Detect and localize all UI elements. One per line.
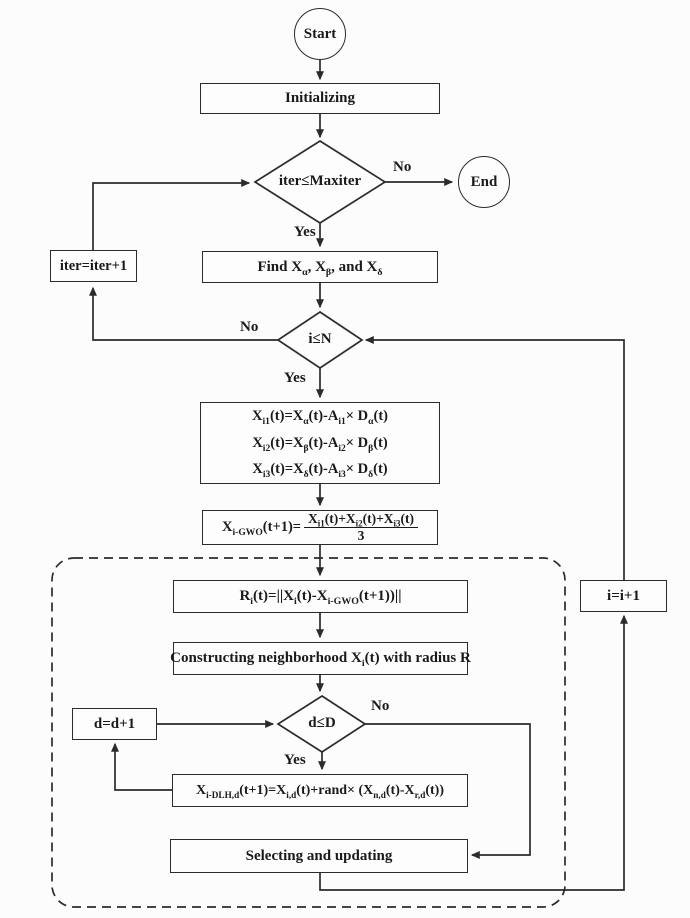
arrow-iterinc-to-itercheck: [92, 179, 251, 250]
initializing-box: Initializing: [200, 83, 440, 114]
itercheck-yes-label: Yes: [294, 224, 316, 240]
find-leaders-box: Find Xα, Xβ, and Xδ: [202, 251, 438, 283]
update-eq-alpha: Xi1(t)=Xα(t)-Ai1× Dα(t): [252, 408, 388, 427]
i-increment-box: i=i+1: [580, 580, 667, 612]
end-label: End: [470, 173, 498, 190]
arrow-dlh-to-dinc: [111, 742, 172, 791]
iter-check-label: iter≤Maxiter: [278, 173, 362, 189]
d-increment-label: d=d+1: [93, 715, 136, 732]
dlh-update-box: Xi-DLH,d(t+1)=Xi,d(t)+rand× (Xn,d(t)-Xr,…: [172, 774, 468, 807]
iter-increment-label: iter=iter+1: [59, 257, 128, 274]
dlh-equation: Xi-DLH,d(t+1)=Xi,d(t)+rand× (Xn,d(t)-Xr,…: [195, 782, 445, 800]
start-terminal: Start: [294, 8, 346, 60]
update-eq-delta: Xi3(t)=Xδ(t)-Ai3× Dδ(t): [252, 461, 388, 481]
gwo-fraction-denominator: 3: [357, 528, 365, 543]
radius-box: Ri(t)=||Xi(t)-Xi-GWO(t+1))||: [173, 580, 468, 613]
d-check-label: d≤D: [308, 715, 336, 731]
i-increment-label: i=i+1: [607, 587, 640, 604]
gwo-position-box: Xi-GWO(t+1)= Xi1(t)+Xi2(t)+Xi3(t) 3: [202, 510, 438, 545]
start-label: Start: [303, 25, 337, 42]
find-leaders-label: Find Xα, Xβ, and Xδ: [257, 258, 383, 278]
gwo-equation-lhs: Xi-GWO(t+1)=: [222, 519, 302, 538]
neighborhood-label: Constructing neighborhood Xi(t) with rad…: [170, 650, 471, 669]
update-equations-box: Xi1(t)=Xα(t)-Ai1× Dα(t) Xi2(t)=Xβ(t)-Ai2…: [200, 402, 440, 484]
end-terminal: End: [458, 156, 510, 208]
gwo-equation-fraction: Xi1(t)+Xi2(t)+Xi3(t) 3: [304, 511, 418, 543]
gwo-fraction-numerator: Xi1(t)+Xi2(t)+Xi3(t): [304, 511, 418, 529]
icheck-yes-label: Yes: [284, 370, 306, 386]
icheck-no-label: No: [240, 319, 259, 335]
update-eq-beta: Xi2(t)=Xβ(t)-Ai2× Dβ(t): [252, 434, 388, 454]
i-check-label: i≤N: [308, 331, 332, 347]
iter-increment-box: iter=iter+1: [50, 250, 137, 282]
gwo-equation: Xi-GWO(t+1)= Xi1(t)+Xi2(t)+Xi3(t) 3: [222, 511, 418, 543]
initializing-label: Initializing: [284, 90, 355, 106]
selecting-updating-box: Selecting and updating: [170, 839, 468, 873]
neighborhood-box: Constructing neighborhood Xi(t) with rad…: [170, 642, 471, 675]
dcheck-no-label: No: [371, 698, 390, 714]
update-equations: Xi1(t)=Xα(t)-Ai1× Dα(t) Xi2(t)=Xβ(t)-Ai2…: [201, 403, 439, 483]
radius-equation: Ri(t)=||Xi(t)-Xi-GWO(t+1))||: [239, 588, 402, 607]
dcheck-yes-label: Yes: [284, 752, 306, 768]
itercheck-no-label: No: [393, 159, 412, 175]
selecting-updating-label: Selecting and updating: [245, 847, 393, 864]
d-increment-box: d=d+1: [72, 708, 157, 740]
